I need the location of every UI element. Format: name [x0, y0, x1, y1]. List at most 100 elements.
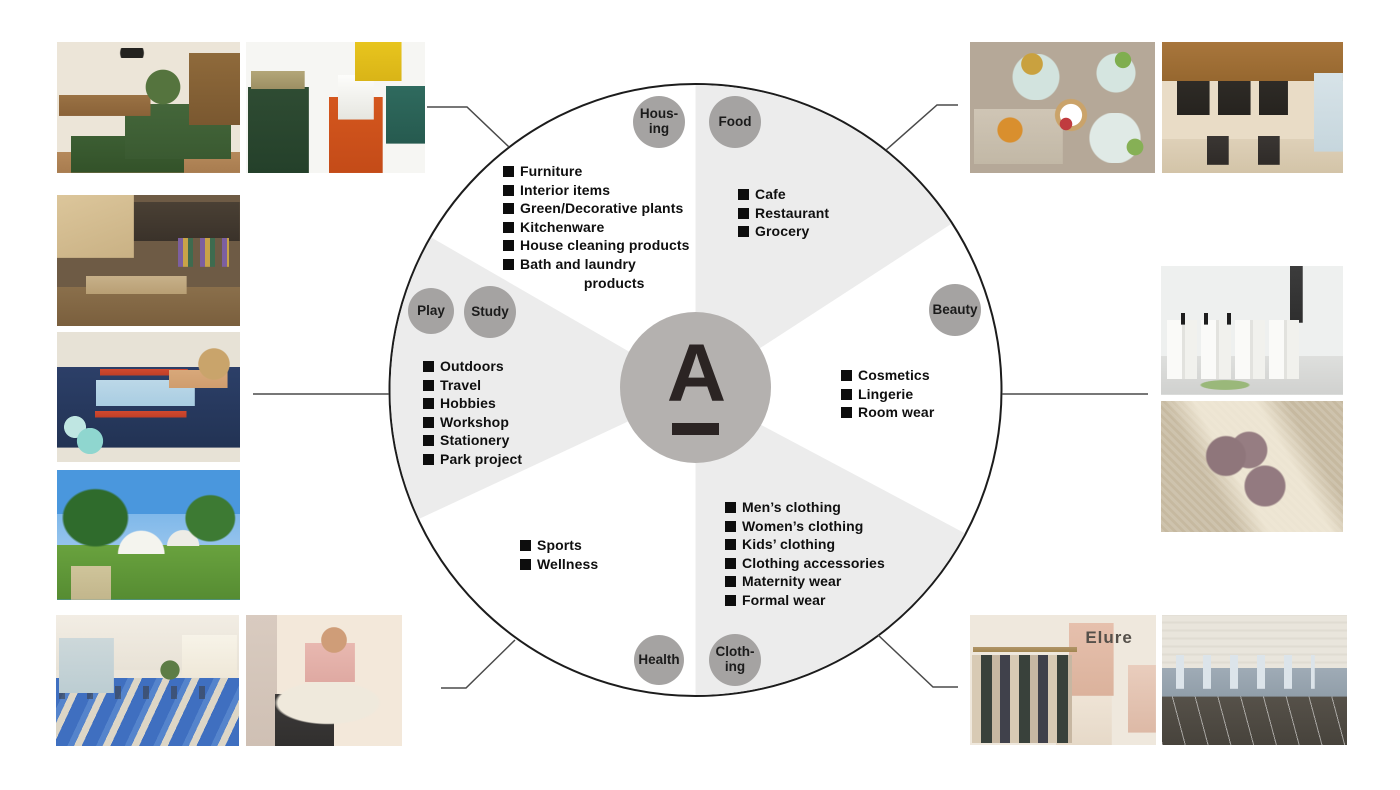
list-item-label: Stationery [440, 432, 510, 449]
badge-health: Health [634, 635, 684, 685]
bullet-square-icon [738, 226, 749, 238]
list-item: Sports [520, 536, 598, 555]
bullet-square-icon [503, 240, 514, 252]
list-item: Grocery [738, 222, 829, 241]
list-item: Outdoors [423, 357, 522, 376]
list-item: Cafe [738, 185, 829, 204]
logo-underscore-bar [672, 423, 719, 435]
bullet-square-icon [738, 189, 749, 200]
list-item-label: Lingerie [858, 385, 914, 402]
list-item: Travel [423, 376, 522, 395]
list-item-label: Kids’ clothing [742, 536, 836, 553]
list-item: Bath and laundry products [503, 255, 690, 292]
list-item: Kitchenware [503, 218, 690, 237]
bullet-square-icon [725, 539, 736, 551]
bullet-square-icon [841, 388, 852, 400]
list-item: Stationery [423, 431, 522, 450]
photo-cafe-counter [1162, 42, 1343, 173]
bullet-square-icon [841, 370, 852, 381]
list-item-label: Bath and laundry products [520, 255, 645, 291]
list-item-label: Restaurant [755, 204, 830, 221]
photo-park-dome-tents [57, 470, 240, 600]
bullet-square-icon [725, 502, 736, 513]
list-item-label: Furniture [520, 163, 583, 179]
photo-clothing-rack-posters: Elure [970, 615, 1156, 745]
photo-craft-workshop [57, 332, 240, 462]
list-item-label: Travel [440, 376, 482, 393]
badge-play: Play [408, 288, 454, 334]
bullet-square-icon [423, 435, 434, 447]
list-item-label: Maternity wear [742, 573, 842, 590]
poster-brand-text: Elure [1085, 628, 1133, 647]
list-item: Cosmetics [841, 366, 934, 385]
list-item-label: Hobbies [440, 395, 496, 412]
list-item-label: Room wear [858, 404, 935, 421]
list-item: Green/Decorative plants [503, 199, 690, 218]
list-item-label: Kitchenware [520, 218, 605, 235]
photo-enamel-mugs [246, 42, 425, 173]
list-item: Maternity wear [725, 572, 885, 591]
list-item: Kids’ clothing [725, 535, 885, 554]
sector-food-wedge [695, 85, 952, 390]
photo-lace-lingerie [1161, 401, 1343, 532]
list-item: Wellness [520, 555, 598, 574]
bullet-square-icon [423, 453, 434, 465]
bullet-square-icon [503, 221, 514, 233]
badge-housing: Hous- ing [633, 96, 685, 148]
list-item-label: Women’s clothing [742, 517, 864, 534]
logo-letter-a: A [666, 328, 726, 419]
bullet-square-icon [725, 557, 736, 569]
connector-line-top-left [427, 106, 510, 148]
bullet-square-icon [503, 203, 514, 215]
bullet-square-icon [520, 540, 531, 551]
list-item: Women’s clothing [725, 517, 885, 536]
list-item-label: Grocery [755, 223, 810, 240]
list-item: Furniture [503, 162, 690, 181]
photo-cosmetics-bottles [1161, 266, 1343, 395]
photo-living-room-interior [57, 42, 240, 173]
bullet-square-icon [503, 184, 514, 196]
badge-beauty: Beauty [929, 284, 981, 336]
list-item: Clothing accessories [725, 554, 885, 573]
list-item: Formal wear [725, 591, 885, 610]
list-item: Workshop [423, 413, 522, 432]
list-item-label: Cafe [755, 186, 786, 202]
list-item: Lingerie [841, 385, 934, 404]
list-item-label: Park project [440, 450, 523, 467]
bullet-square-icon [738, 207, 749, 219]
list-item-label: Formal wear [742, 591, 826, 608]
list-item: Room wear [841, 403, 934, 422]
connector-line-bottom-left [441, 639, 516, 689]
bullet-square-icon [725, 520, 736, 532]
list-item-label: Clothing accessories [742, 554, 885, 571]
bullet-square-icon [503, 258, 514, 270]
bullet-square-icon [725, 594, 736, 606]
badge-clothing: Cloth- ing [709, 634, 761, 686]
bullet-square-icon [423, 379, 434, 391]
bullet-square-icon [423, 361, 434, 372]
bullet-square-icon [423, 416, 434, 428]
bullet-square-icon [841, 407, 852, 419]
photo-assisted-stretching [246, 615, 402, 746]
badge-study: Study [464, 286, 516, 338]
list-item-label: Interior items [520, 181, 611, 198]
photo-yoga-class [56, 615, 239, 746]
bullet-square-icon [520, 558, 531, 570]
list-item-label: Green/Decorative plants [520, 200, 684, 217]
list-item: Hobbies [423, 394, 522, 413]
connector-line-top-right [885, 104, 958, 151]
badge-food: Food [709, 96, 761, 148]
bullet-square-icon [503, 166, 514, 177]
connector-line-bottom-right [877, 634, 958, 688]
list-item: Restaurant [738, 204, 829, 223]
photo-cafe-food-plates [970, 42, 1155, 173]
list-item-label: Wellness [537, 555, 599, 572]
list-item-label: Cosmetics [858, 367, 930, 383]
list-item: Park project [423, 450, 522, 469]
list-item-label: Men’s clothing [742, 499, 841, 515]
center-brand-logo: A [620, 312, 771, 463]
